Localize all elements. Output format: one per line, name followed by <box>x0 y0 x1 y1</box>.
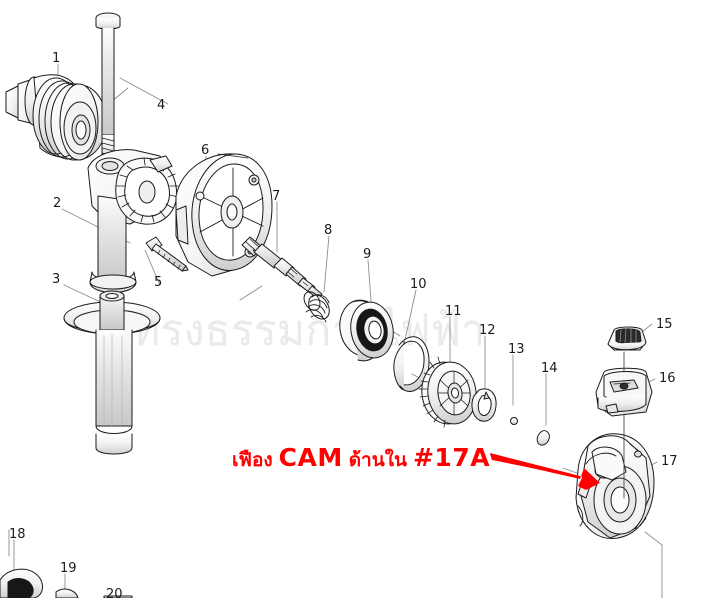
callout-number-19: 19 <box>60 561 77 576</box>
callout-number-10: 10 <box>410 277 427 292</box>
part-8-spring <box>303 291 330 323</box>
part-13-steel-ball <box>510 417 518 425</box>
part-15-switch-cap <box>607 326 647 351</box>
callout-number-17: 17 <box>661 454 678 469</box>
callout-number-2: 2 <box>53 196 62 211</box>
part-7-spindle-shaft <box>241 236 323 300</box>
callout-number-7: 7 <box>272 189 281 204</box>
annotation-part-ref: #17A <box>412 443 491 472</box>
callout-number-4: 4 <box>157 98 166 113</box>
part-12-washer-clip <box>471 388 497 422</box>
part-10-retaining-clip <box>393 336 430 392</box>
part-9-ball-bearing <box>339 299 394 362</box>
callout-number-8: 8 <box>324 223 333 238</box>
annotation-thai-suffix: ด้านใน <box>348 449 407 471</box>
callout-number-5: 5 <box>154 275 163 290</box>
part-5-screw <box>145 236 189 272</box>
callout-number-20: 20 <box>106 587 123 598</box>
part-6-gear-housing-cover <box>175 153 273 277</box>
callout-number-14: 14 <box>541 361 558 376</box>
part-11-cam-gear <box>418 356 477 428</box>
part-2-spindle-housing <box>87 149 179 293</box>
red-arrow-icon <box>490 453 600 490</box>
annotation-cam-word: CAM <box>278 443 343 472</box>
part-14-pin <box>536 430 550 446</box>
callout-number-13: 13 <box>508 342 525 357</box>
part-1-chuck <box>5 74 107 161</box>
part-2-gear-teeth <box>115 157 179 225</box>
callout-number-16: 16 <box>659 371 676 386</box>
callout-number-9: 9 <box>363 247 372 262</box>
annotation-thai-prefix: เฟือง <box>232 449 273 471</box>
callout-number-12: 12 <box>479 323 496 338</box>
callout-number-15: 15 <box>656 317 673 332</box>
callout-number-18: 18 <box>9 527 26 542</box>
callout-number-1: 1 <box>52 51 61 66</box>
part-17-inner-gear-cover <box>575 433 655 540</box>
callout-number-11: 11 <box>445 304 462 319</box>
part-16-switch-block <box>595 367 653 417</box>
callout-number-6: 6 <box>201 143 210 158</box>
callout-number-3: 3 <box>52 272 61 287</box>
part-3-depth-rod-flange <box>63 290 161 455</box>
